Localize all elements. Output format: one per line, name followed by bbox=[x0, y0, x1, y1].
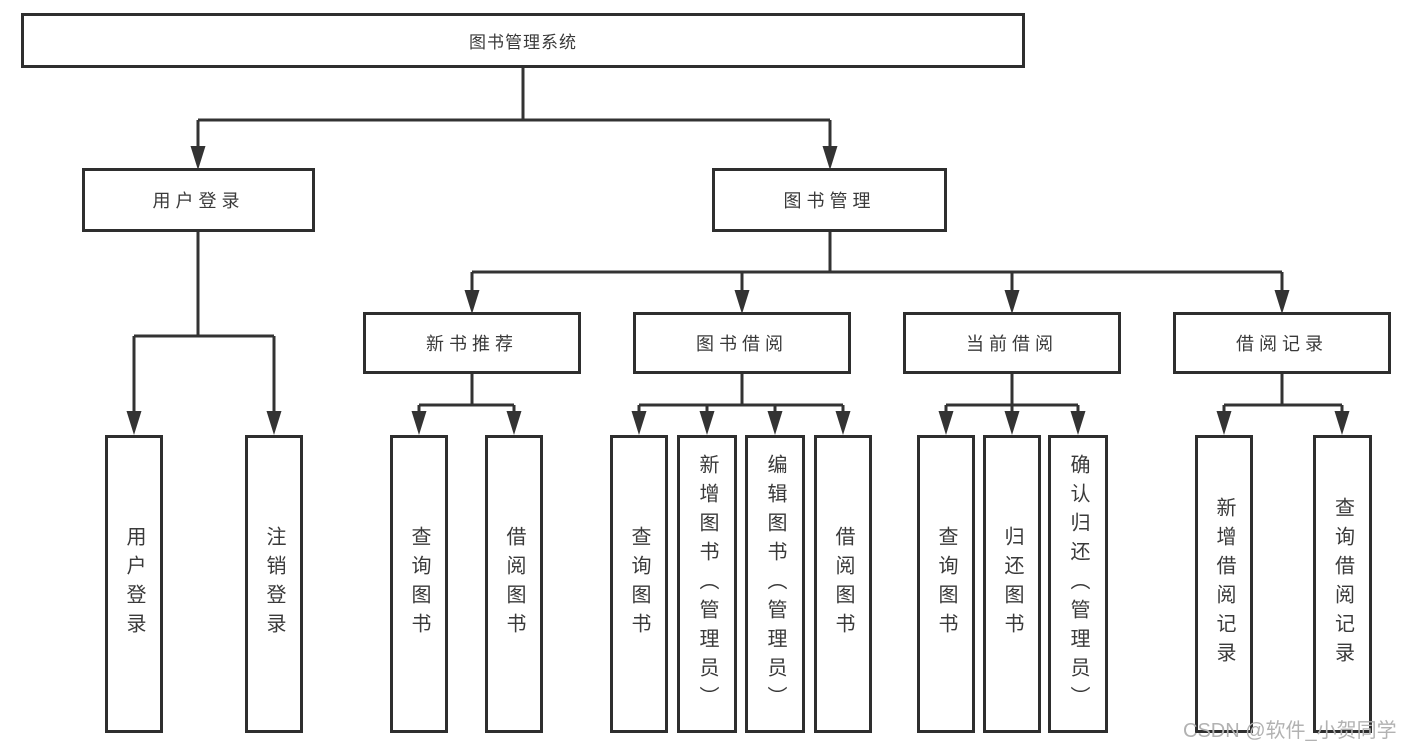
node-new-book-recommend: 新书推荐 bbox=[363, 312, 581, 374]
leaf-add-borrow-record: 新增借阅记录 bbox=[1195, 435, 1253, 733]
node-user-login: 用户登录 bbox=[82, 168, 315, 232]
node-book-management: 图书管理 bbox=[712, 168, 947, 232]
leaf-query-borrow-record-label: 查询借阅记录 bbox=[1331, 497, 1354, 671]
leaf-borrow-books-2-label: 借阅图书 bbox=[832, 526, 854, 642]
leaf-user-login: 用户登录 bbox=[105, 435, 163, 733]
leaf-query-books-2-label: 查询图书 bbox=[628, 526, 650, 642]
node-root: 图书管理系统 bbox=[21, 13, 1025, 68]
arrow-head bbox=[190, 146, 206, 170]
leaf-query-borrow-record: 查询借阅记录 bbox=[1313, 435, 1372, 733]
arrow-head bbox=[734, 290, 750, 314]
node-current-borrow-label: 当前借阅 bbox=[966, 334, 1058, 354]
arrow-head bbox=[1004, 290, 1020, 314]
node-borrow-records-label: 借阅记录 bbox=[1236, 334, 1328, 354]
leaf-borrow-books-1: 借阅图书 bbox=[485, 435, 543, 733]
node-book-borrow-label: 图书借阅 bbox=[696, 334, 788, 354]
arrow-head bbox=[266, 411, 282, 435]
leaf-edit-books-admin-label: 编辑图书（管理员） bbox=[764, 453, 786, 715]
leaf-query-books-3-label: 查询图书 bbox=[935, 526, 957, 642]
arrow-head bbox=[506, 411, 522, 435]
arrow-head bbox=[822, 146, 838, 170]
arrow-head bbox=[699, 411, 715, 435]
leaf-edit-books-admin: 编辑图书（管理员） bbox=[745, 435, 805, 733]
connector-group-6 bbox=[1216, 374, 1350, 435]
leaf-borrow-books-1-label: 借阅图书 bbox=[503, 526, 525, 642]
leaf-query-books-1: 查询图书 bbox=[390, 435, 448, 733]
leaf-return-books: 归还图书 bbox=[983, 435, 1041, 733]
leaf-confirm-return-admin-label: 确认归还（管理员） bbox=[1067, 453, 1089, 715]
arrow-head bbox=[1070, 411, 1086, 435]
node-user-login-label: 用户登录 bbox=[152, 191, 245, 211]
arrow-head bbox=[464, 290, 480, 314]
leaf-logout-label: 注销登录 bbox=[263, 526, 285, 642]
connector-group-4 bbox=[631, 374, 851, 435]
arrow-head bbox=[767, 411, 783, 435]
leaf-add-borrow-record-label: 新增借阅记录 bbox=[1213, 497, 1235, 671]
leaf-query-books-3: 查询图书 bbox=[917, 435, 975, 733]
node-root-label: 图书管理系统 bbox=[469, 33, 577, 52]
connector-group-0 bbox=[190, 68, 838, 170]
node-new-book-recommend-label: 新书推荐 bbox=[426, 334, 518, 354]
leaf-return-books-label: 归还图书 bbox=[1001, 526, 1023, 642]
leaf-logout: 注销登录 bbox=[245, 435, 303, 733]
node-book-borrow: 图书借阅 bbox=[633, 312, 851, 374]
leaf-query-books-2: 查询图书 bbox=[610, 435, 668, 733]
connector-group-1 bbox=[126, 232, 282, 435]
leaf-confirm-return-admin: 确认归还（管理员） bbox=[1048, 435, 1108, 733]
connector-group-5 bbox=[938, 374, 1086, 435]
arrow-head bbox=[411, 411, 427, 435]
leaf-add-books-admin: 新增图书（管理员） bbox=[677, 435, 737, 733]
arrow-head bbox=[1274, 290, 1290, 314]
node-book-management-label: 图书管理 bbox=[783, 191, 876, 211]
arrow-head bbox=[631, 411, 647, 435]
node-current-borrow: 当前借阅 bbox=[903, 312, 1121, 374]
node-borrow-records: 借阅记录 bbox=[1173, 312, 1391, 374]
csdn-watermark: CSDN @软件_小贺同学 bbox=[1183, 720, 1397, 742]
connector-group-3 bbox=[411, 374, 522, 435]
arrow-head bbox=[1004, 411, 1020, 435]
leaf-borrow-books-2: 借阅图书 bbox=[814, 435, 872, 733]
arrow-head bbox=[938, 411, 954, 435]
leaf-query-books-1-label: 查询图书 bbox=[408, 526, 430, 642]
leaf-user-login-label: 用户登录 bbox=[123, 526, 145, 642]
leaf-add-books-admin-label: 新增图书（管理员） bbox=[696, 453, 718, 715]
connector-group-2 bbox=[464, 232, 1290, 314]
arrow-head bbox=[1216, 411, 1232, 435]
arrow-head bbox=[126, 411, 142, 435]
arrow-head bbox=[835, 411, 851, 435]
arrow-head bbox=[1334, 411, 1350, 435]
